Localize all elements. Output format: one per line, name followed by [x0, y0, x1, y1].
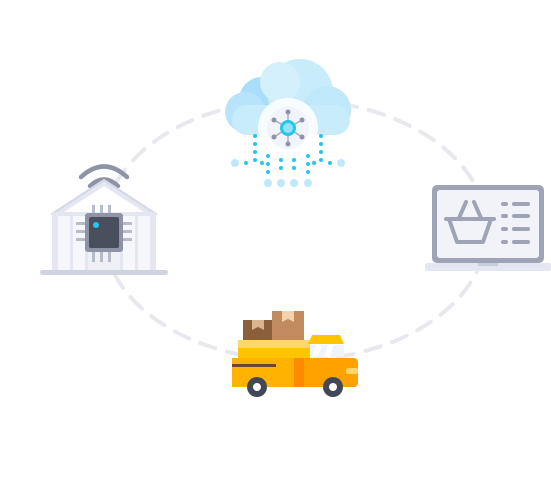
basket-icon [444, 200, 496, 244]
data-stream-dots [244, 134, 332, 174]
smart-warehouse-icon [40, 164, 168, 275]
laptop-shopping-basket-icon [425, 185, 551, 271]
cloud-network-icon [225, 59, 351, 187]
delivery-truck-icon [232, 311, 358, 397]
